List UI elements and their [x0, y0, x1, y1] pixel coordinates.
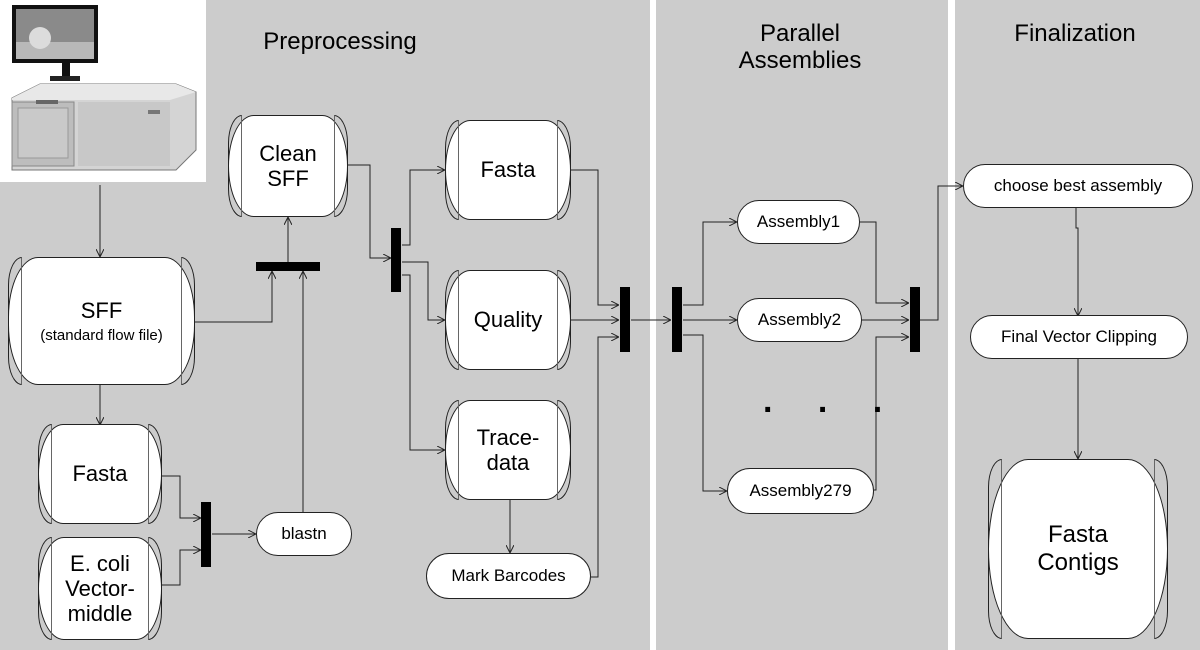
fasta-contigs-node: Fasta Contigs — [988, 459, 1168, 639]
sync-bar-horizontal — [256, 262, 320, 271]
assemblies-ellipsis: . . . — [763, 382, 901, 420]
fasta-mid-node: Fasta — [445, 120, 571, 220]
assembly2-node: Assembly2 — [737, 298, 862, 342]
quality-node: Quality — [445, 270, 571, 370]
sequencer-instrument-icon — [0, 0, 206, 182]
assembly279-label: Assembly279 — [749, 481, 852, 500]
tracedata-label: Trace- data — [476, 424, 540, 475]
blastn-label: blastn — [281, 524, 327, 543]
mark-barcodes-node: Mark Barcodes — [426, 553, 591, 599]
parallel-assemblies-heading: Parallel Assemblies — [738, 20, 862, 74]
clean-sff-node: Clean SFF — [228, 115, 348, 217]
ecoli-vector-label: E. coli Vector- middle — [65, 550, 135, 627]
finalization-heading: Finalization — [1014, 20, 1136, 47]
ecoli-vector-node: E. coli Vector- middle — [38, 537, 162, 640]
sff-label: SFF — [80, 297, 123, 323]
mark-barcodes-label: Mark Barcodes — [451, 566, 566, 585]
final-vector-clipping-label: Final Vector Clipping — [1001, 327, 1157, 346]
blastn-node: blastn — [256, 512, 352, 556]
fasta-left-node: Fasta — [38, 424, 162, 524]
choose-best-assembly-node: choose best assembly — [963, 164, 1193, 208]
assembly1-label: Assembly1 — [756, 212, 841, 231]
quality-label: Quality — [473, 307, 543, 333]
sync-bar-join-assemblies — [910, 287, 920, 352]
final-vector-clipping-node: Final Vector Clipping — [970, 315, 1188, 359]
assembly2-label: Assembly2 — [757, 310, 842, 329]
sff-sublabel: (standard flow file) — [40, 327, 163, 345]
assembly279-node: Assembly279 — [727, 468, 874, 514]
preprocessing-heading: Preprocessing — [263, 28, 417, 55]
sync-bar-blast — [201, 502, 211, 567]
sync-bar-split-formats — [391, 228, 401, 292]
fasta-contigs-label: Fasta Contigs — [1037, 521, 1119, 576]
sff-node: SFF (standard flow file) — [8, 257, 195, 385]
choose-best-assembly-label: choose best assembly — [993, 176, 1163, 195]
fasta-left-label: Fasta — [72, 461, 128, 487]
fasta-mid-label: Fasta — [480, 157, 536, 183]
sync-bar-join-preprocessing — [620, 287, 630, 352]
sync-bar-split-assemblies — [672, 287, 682, 352]
tracedata-node: Trace- data — [445, 400, 571, 500]
clean-sff-label: Clean SFF — [259, 140, 317, 191]
assembly1-node: Assembly1 — [737, 200, 860, 244]
